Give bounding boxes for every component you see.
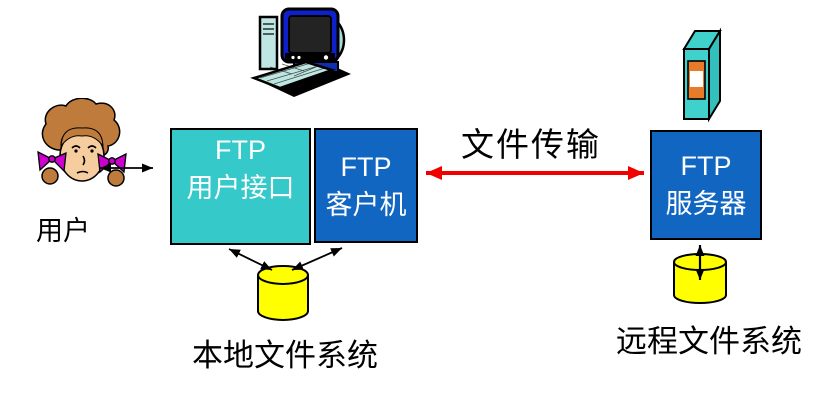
local-disk-cylinder-icon (257, 265, 309, 321)
desktop-computer-icon (250, 7, 351, 97)
cylinder-top (673, 253, 727, 271)
hair-bow-left (37, 150, 67, 173)
ftp-server-line1: FTP (680, 151, 732, 181)
monitor-buttons (291, 55, 329, 60)
user-woman-icon (37, 98, 127, 187)
ftp-user-interface-line2: 用户接口 (186, 172, 295, 203)
ftp-client-box: FTP 客户机 (314, 128, 418, 243)
ftp-user-interface-box: FTP 用户接口 (170, 128, 311, 245)
hair-bow-right (97, 152, 127, 174)
ftp-user-interface-line1: FTP (215, 134, 266, 165)
keyboard-keys (259, 62, 326, 85)
cylinder-top (257, 265, 309, 285)
tower-vents (263, 23, 274, 35)
ftp-server-line2: 服务器 (665, 189, 747, 219)
hair-fringe (60, 127, 104, 148)
cylinder-body (673, 262, 727, 304)
ftp-server-box: FTP 服务器 (650, 130, 762, 240)
file-transfer-label: 文件传输 (461, 126, 601, 163)
local-file-system-label: 本地文件系统 (192, 338, 378, 373)
remote-file-system-label: 远程文件系统 (616, 324, 802, 359)
cylinder-body (257, 275, 309, 321)
monitor-chin (285, 53, 335, 62)
monitor-screen (288, 15, 332, 54)
face-features (71, 145, 97, 174)
computer-tower (258, 15, 279, 71)
ftp-client-line1: FTP (340, 151, 392, 182)
ftp-client-line2: 客户机 (325, 189, 407, 220)
user-label: 用户 (36, 216, 90, 246)
tower-label-window (690, 71, 703, 87)
remote-disk-cylinder-icon (673, 253, 727, 304)
server-tower-icon (682, 27, 722, 122)
